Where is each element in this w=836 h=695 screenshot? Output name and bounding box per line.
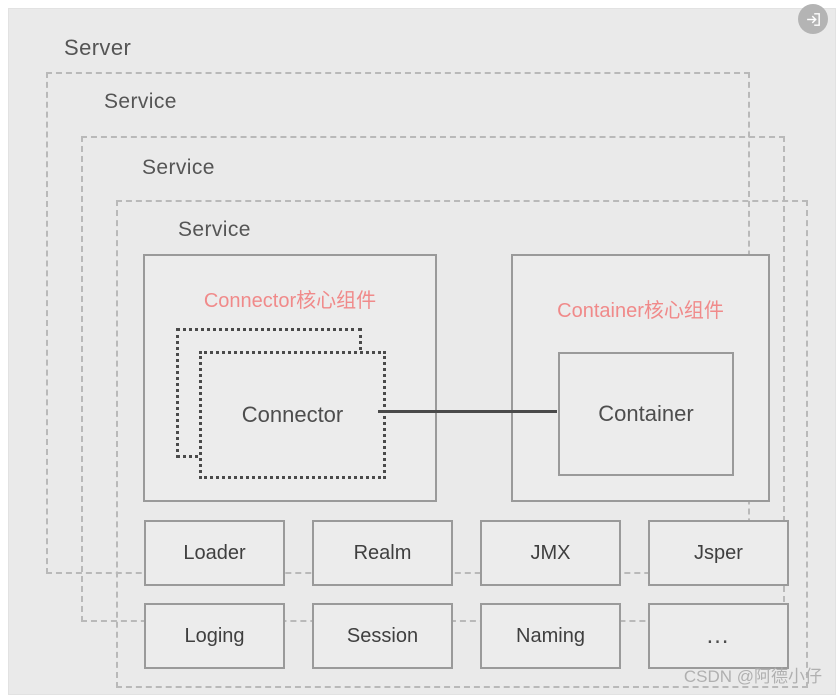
component-label: Loging (184, 624, 245, 647)
connector-node-label: Connector (241, 402, 344, 427)
service-label-2: Service (142, 156, 215, 179)
component-label: Loader (183, 541, 246, 564)
component-box-session: Session (312, 603, 453, 669)
connector-core-title: Connector核心组件 (203, 290, 377, 312)
enter-arrow-icon[interactable] (798, 4, 828, 34)
component-label: Naming (516, 624, 585, 647)
component-label: Jsper (694, 541, 743, 564)
server-label: Server (64, 35, 132, 60)
component-box-jsper: Jsper (648, 520, 789, 586)
component-box-jmx: JMX (480, 520, 621, 586)
container-node: Container (558, 352, 734, 476)
component-grid: Loader Realm JMX Jsper Loging Session Na… (144, 520, 790, 669)
component-label: … (705, 622, 732, 649)
container-core-title: Container核心组件 (557, 300, 724, 322)
container-core-panel: Container核心组件 Container (511, 254, 770, 502)
component-box-loging: Loging (144, 603, 285, 669)
diagram-background: Server Service Service Service Connector… (8, 8, 836, 695)
connector-node: Connector (199, 351, 386, 479)
container-node-label: Container (598, 401, 694, 426)
component-label: JMX (530, 541, 571, 564)
connector-core-panel: Connector核心组件 Connector (143, 254, 437, 502)
watermark: CSDN @阿德小仔 (683, 667, 822, 686)
connector-container-link (378, 410, 557, 413)
component-box-more: … (648, 603, 789, 669)
service-frame-inner (116, 200, 808, 688)
service-label-1: Service (104, 90, 177, 113)
component-box-realm: Realm (312, 520, 453, 586)
service-label-3: Service (178, 218, 251, 241)
component-box-loader: Loader (144, 520, 285, 586)
component-label: Realm (353, 541, 412, 564)
component-label: Session (346, 624, 419, 647)
component-box-naming: Naming (480, 603, 621, 669)
